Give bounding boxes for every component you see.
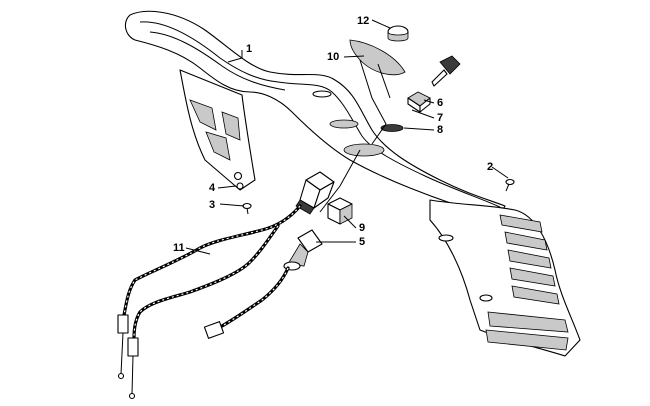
switch-housing [295, 171, 335, 215]
switch-block-part-9 [327, 197, 353, 225]
callout-1: 1 [246, 43, 252, 55]
callout-3: 3 [209, 199, 215, 211]
washer-part-8 [380, 124, 404, 132]
callout-12: 12 [357, 15, 369, 27]
callout-labels: 1 2 3 4 5 6 7 8 9 10 11 12 [173, 15, 493, 254]
screw-part-2 [505, 178, 515, 192]
callout-7: 7 [437, 112, 443, 124]
nut-part-6 [407, 91, 431, 113]
screw-part-3 [242, 202, 252, 215]
callout-2: 2 [487, 161, 493, 173]
callout-10: 10 [327, 51, 339, 63]
screw-part-4 [236, 182, 244, 190]
ignition-key [431, 55, 461, 87]
tail-louvers [485, 214, 569, 351]
cable-assembly-part-11 [117, 204, 302, 400]
callout-6: 6 [437, 97, 443, 109]
gasket-part-10 [349, 39, 406, 76]
callout-9: 9 [359, 222, 365, 234]
callout-11: 11 [173, 242, 185, 254]
cap-part-12 [387, 25, 409, 42]
callout-4: 4 [209, 182, 216, 194]
console-body-part-1 [124, 10, 581, 357]
callout-8: 8 [437, 124, 443, 136]
leader-lines [185, 19, 509, 255]
ignition-switch-part-5 [283, 229, 323, 271]
callout-5: 5 [359, 236, 365, 248]
